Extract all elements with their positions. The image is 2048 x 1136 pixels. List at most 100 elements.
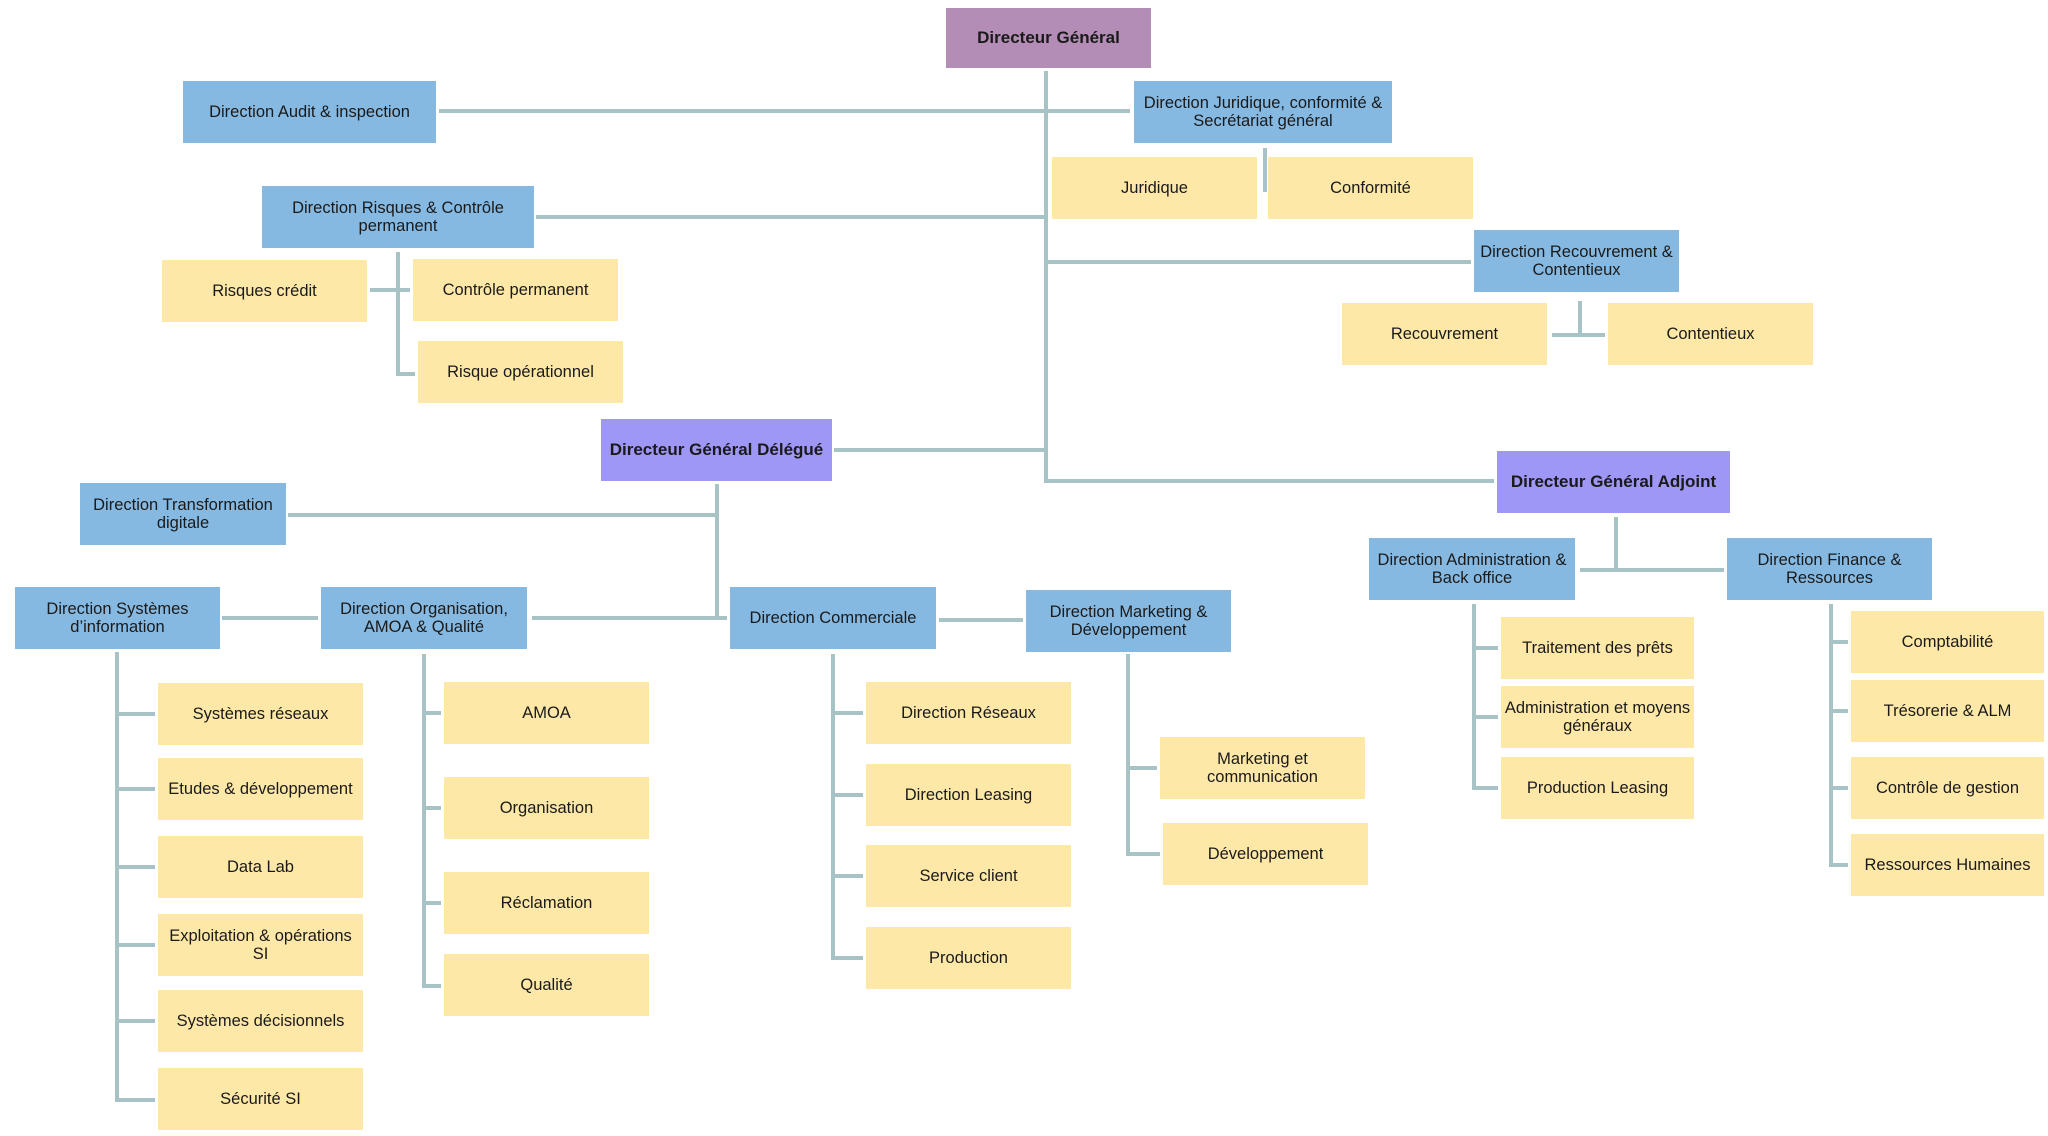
node-label: Data Lab [227, 858, 294, 876]
node-label: Contrôle permanent [442, 281, 589, 299]
node-mkt-1: Développement [1163, 823, 1368, 885]
node-label: Trésorerie & ALM [1883, 702, 2012, 720]
node-label: Conformité [1330, 179, 1411, 197]
node-label: Contrôle de gestion [1875, 779, 2020, 797]
node-label: Etudes & développement [168, 780, 353, 798]
node-risques: Direction Risques & Contrôle permanent [262, 186, 534, 248]
node-ris-2: Risque opérationnel [418, 341, 623, 403]
node-label: Directeur Général Délégué [609, 440, 824, 459]
node-fin-2: Contrôle de gestion [1851, 757, 2044, 819]
connector-line [532, 484, 727, 620]
connector-line [115, 652, 155, 1102]
node-label: Direction Transformation digitale [93, 496, 273, 532]
node-label: Comptabilité [1901, 633, 1994, 651]
connector-line [1472, 604, 1498, 790]
connector-line [396, 252, 415, 376]
node-fin-1: Trésorerie & ALM [1851, 680, 2044, 742]
node-label: Sécurité SI [220, 1090, 301, 1108]
connector-line [1829, 604, 1848, 867]
connector-line [831, 654, 863, 960]
node-label: Ressources Humaines [1864, 856, 2031, 874]
node-org-2: Réclamation [444, 872, 649, 934]
node-label: AMOA [522, 704, 571, 722]
node-label: Organisation [499, 799, 594, 817]
node-label: Réclamation [500, 894, 593, 912]
node-label: Exploitation & opérations SI [169, 927, 352, 963]
node-ris-1: Contrôle permanent [413, 259, 618, 321]
connector-line [1580, 517, 1724, 572]
node-fin: Direction Finance & Ressources [1727, 538, 1932, 600]
node-com-0: Direction Réseaux [866, 682, 1071, 744]
node-si-2: Data Lab [158, 836, 363, 898]
node-label: Direction Marketing & Développement [1049, 603, 1208, 639]
node-mkt: Direction Marketing & Développement [1026, 590, 1231, 652]
node-adm: Direction Administration & Back office [1369, 538, 1575, 600]
node-com-3: Production [866, 927, 1071, 989]
node-label: Direction Finance & Ressources [1757, 551, 1902, 587]
node-rec-0: Recouvrement [1342, 303, 1547, 365]
node-si-1: Etudes & développement [158, 758, 363, 820]
connector-line [1552, 301, 1605, 337]
node-si-5: Sécurité SI [158, 1068, 363, 1130]
node-orga: Direction Organisation, AMOA & Qualité [321, 587, 527, 649]
node-dgd: Directeur Général Délégué [601, 419, 832, 481]
node-adm-1: Administration et moyens généraux [1501, 686, 1694, 748]
node-label: Direction Réseaux [901, 704, 1036, 722]
node-fin-0: Comptabilité [1851, 611, 2044, 673]
node-jur-0: Juridique [1052, 157, 1257, 219]
node-org-3: Qualité [444, 954, 649, 1016]
node-transfo: Direction Transformation digitale [80, 483, 286, 545]
node-label: Systèmes réseaux [192, 705, 329, 723]
node-fin-3: Ressources Humaines [1851, 834, 2044, 896]
connector-line [1126, 654, 1160, 856]
node-label: Direction Audit & inspection [209, 103, 410, 121]
node-label: Qualité [520, 976, 573, 994]
node-org-1: Organisation [444, 777, 649, 839]
node-si-0: Systèmes réseaux [158, 683, 363, 745]
node-label: Directeur Général [977, 28, 1120, 47]
node-label: Direction Administration & Back office [1377, 551, 1567, 587]
node-rec-1: Contentieux [1608, 303, 1813, 365]
node-label: Direction Recouvrement & Contentieux [1480, 243, 1673, 279]
connector-line [1044, 71, 1494, 483]
node-label: Direction Commerciale [749, 609, 917, 627]
node-com-1: Direction Leasing [866, 764, 1071, 826]
node-label: Direction Juridique, conformité & Secrét… [1143, 94, 1383, 130]
node-label: Contentieux [1666, 325, 1755, 343]
node-org-0: AMOA [444, 682, 649, 744]
node-si-4: Systèmes décisionnels [158, 990, 363, 1052]
node-adm-0: Traitement des prêts [1501, 617, 1694, 679]
node-dg: Directeur Général [946, 8, 1151, 68]
node-label: Production [929, 949, 1008, 967]
node-label: Administration et moyens généraux [1504, 699, 1691, 735]
node-label: Direction Systèmes d’information [46, 600, 189, 636]
node-label: Risques crédit [212, 282, 317, 300]
node-audit: Direction Audit & inspection [183, 81, 436, 143]
node-label: Service client [919, 867, 1018, 885]
node-jur-1: Conformité [1268, 157, 1473, 219]
node-recouvrement: Direction Recouvrement & Contentieux [1474, 230, 1679, 292]
node-com-2: Service client [866, 845, 1071, 907]
node-label: Direction Risques & Contrôle permanent [292, 199, 504, 235]
node-juridique: Direction Juridique, conformité & Secrét… [1134, 81, 1392, 143]
connector-line [422, 654, 441, 988]
node-label: Direction Leasing [904, 786, 1033, 804]
node-label: Recouvrement [1390, 325, 1499, 343]
node-label: Traitement des prêts [1522, 639, 1673, 657]
node-comm: Direction Commerciale [730, 587, 936, 649]
node-label: Risque opérationnel [447, 363, 594, 381]
node-label: Systèmes décisionnels [176, 1012, 345, 1030]
node-si-3: Exploitation & opérations SI [158, 914, 363, 976]
node-si: Direction Systèmes d’information [15, 587, 220, 649]
node-label: Direction Organisation, AMOA & Qualité [340, 600, 508, 636]
node-mkt-0: Marketing et communication [1160, 737, 1365, 799]
node-adm-2: Production Leasing [1501, 757, 1694, 819]
node-label: Marketing et communication [1207, 750, 1318, 786]
node-label: Production Leasing [1526, 779, 1669, 797]
node-label: Juridique [1121, 179, 1188, 197]
node-label: Développement [1207, 845, 1324, 863]
node-dga: Directeur Général Adjoint [1497, 451, 1730, 513]
node-label: Directeur Général Adjoint [1510, 472, 1717, 491]
